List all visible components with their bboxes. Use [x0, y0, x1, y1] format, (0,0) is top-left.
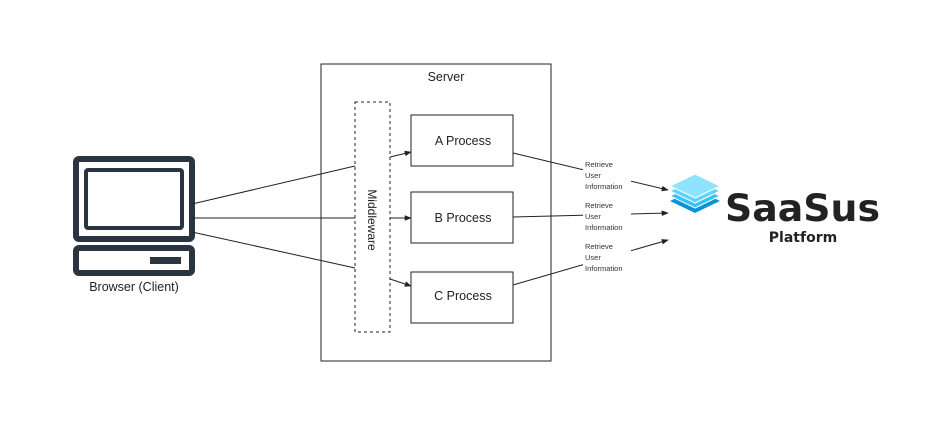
- saasus-logo: SaaSus Platform: [668, 173, 880, 246]
- retrieve-label-c: Retrieve User Information: [583, 240, 631, 274]
- svg-text:User: User: [585, 171, 601, 180]
- retrieve-label-a: Retrieve User Information: [583, 158, 631, 192]
- stacked-layers-icon: [668, 173, 722, 213]
- client-to-middleware-line-a: [191, 165, 356, 205]
- middleware-to-a-arrow: [389, 150, 412, 158]
- retrieve-label-b: Retrieve User Information: [583, 199, 631, 233]
- process-b: B Process: [410, 191, 514, 244]
- platform-name: SaaSus: [725, 187, 880, 230]
- process-a: A Process: [410, 114, 514, 167]
- process-b-label: B Process: [435, 211, 492, 225]
- platform-subtitle: Platform: [769, 230, 837, 246]
- svg-text:Retrieve: Retrieve: [585, 201, 613, 210]
- svg-text:User: User: [585, 253, 601, 262]
- middleware-label: Middleware: [365, 189, 379, 251]
- middleware-box: [354, 101, 391, 333]
- process-c: C Process: [410, 271, 514, 324]
- desktop-computer-icon: [73, 156, 195, 276]
- client-to-middleware-line-c: [191, 231, 356, 269]
- svg-text:User: User: [585, 212, 601, 221]
- server-box: [320, 63, 552, 362]
- server-title: Server: [428, 70, 465, 84]
- process-a-label: A Process: [435, 134, 491, 148]
- client-label: Browser (Client): [89, 280, 179, 294]
- process-c-label: C Process: [434, 289, 492, 303]
- svg-text:Information: Information: [585, 182, 623, 191]
- svg-text:Retrieve: Retrieve: [585, 242, 613, 251]
- svg-text:Retrieve: Retrieve: [585, 160, 613, 169]
- middleware-to-c-arrow: [389, 278, 412, 287]
- svg-text:Information: Information: [585, 264, 623, 273]
- svg-text:Information: Information: [585, 223, 623, 232]
